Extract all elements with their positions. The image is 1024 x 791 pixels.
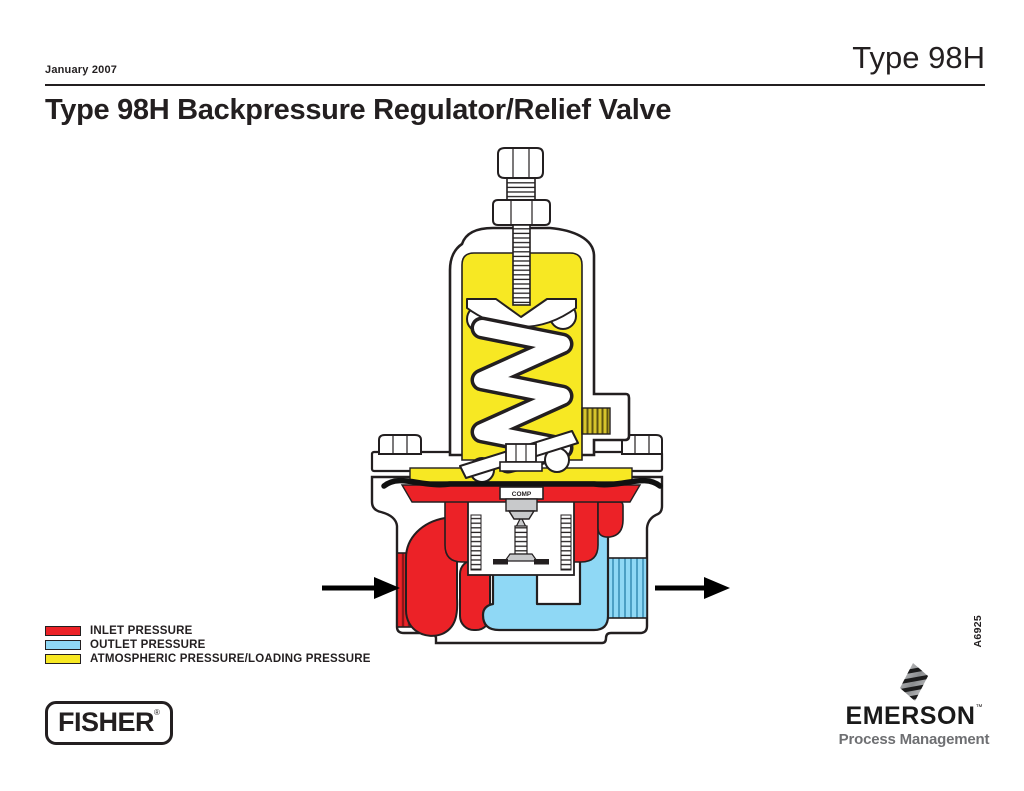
outlet-color-swatch <box>45 640 81 650</box>
valve-plug <box>493 515 549 565</box>
legend-item-inlet: INLET PRESSURE <box>45 624 371 638</box>
fisher-logo: FISHER® <box>45 701 173 745</box>
inlet-color-swatch <box>45 626 81 636</box>
emerson-ribbon-icon <box>900 663 928 701</box>
adjusting-screw-rod <box>512 224 531 306</box>
seat-ring-right <box>534 559 549 565</box>
vent-threaded-hole <box>581 407 611 435</box>
closing-cap <box>497 147 544 179</box>
legend-label: OUTLET PRESSURE <box>90 639 206 651</box>
stem-locknut <box>499 443 543 472</box>
legend-label: ATMOSPHERIC PRESSURE/LOADING PRESSURE <box>90 653 371 665</box>
publication-date: January 2007 <box>45 64 118 76</box>
atmospheric-color-swatch <box>45 654 81 664</box>
flange-bolt-left <box>378 434 422 455</box>
diaphragm <box>381 477 663 489</box>
valve-cross-section-diagram: COMP <box>322 147 730 645</box>
header-product-name: Type 98H <box>852 40 985 75</box>
inlet-flow-arrow <box>322 577 400 599</box>
figure-number: A6925 <box>972 615 984 648</box>
seat-ring-left <box>493 559 508 565</box>
trademark-mark: ™ <box>975 704 983 711</box>
header-rule <box>45 84 985 86</box>
control-spring <box>459 298 579 483</box>
legend-label: INLET PRESSURE <box>90 625 193 637</box>
outlet-threaded-connection <box>606 557 648 619</box>
adjusting-screw-assembly <box>492 147 551 306</box>
pressure-legend: INLET PRESSURE OUTLET PRESSURE ATMOSPHER… <box>45 624 371 666</box>
outlet-flow-arrow <box>655 577 730 599</box>
emerson-tagline: Process Management <box>838 731 990 748</box>
legend-item-atmospheric: ATMOSPHERIC PRESSURE/LOADING PRESSURE <box>45 652 371 666</box>
emerson-logo-text: EMERSON <box>845 702 976 730</box>
locknut <box>492 199 551 226</box>
diaphragm-plate: COMP <box>499 486 544 520</box>
emerson-logo: EMERSON™ Process Management <box>833 662 995 748</box>
comp-marking: COMP <box>512 491 532 498</box>
registered-mark: ® <box>154 708 160 717</box>
page-title: Type 98H Backpressure Regulator/Relief V… <box>45 94 672 126</box>
fisher-logo-text: FISHER <box>58 707 155 737</box>
legend-item-outlet: OUTLET PRESSURE <box>45 638 371 652</box>
